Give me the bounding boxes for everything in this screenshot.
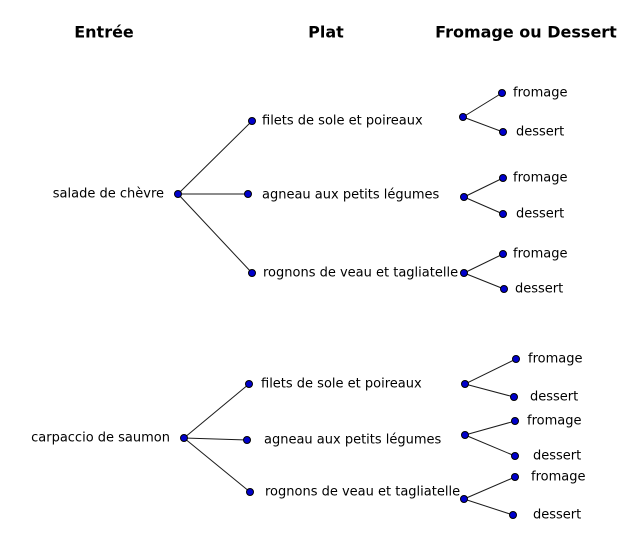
plat-label: agneau aux petits légumes <box>262 187 440 203</box>
edge <box>462 116 504 133</box>
leaf-node <box>511 473 519 481</box>
plat-label: filets de sole et poireaux <box>262 113 423 129</box>
leaf-node <box>499 128 507 136</box>
edge <box>463 498 514 516</box>
edge <box>183 383 250 439</box>
entree-node <box>180 434 188 442</box>
leaf-node <box>499 210 507 218</box>
leaf-node <box>500 285 508 293</box>
edge <box>177 120 253 195</box>
leaf-node <box>511 452 519 460</box>
edge <box>464 420 516 436</box>
entree-label: carpaccio de saumon <box>31 430 170 446</box>
fork-node <box>460 193 468 201</box>
column-header-entree: Entrée <box>74 22 134 42</box>
column-header-fromage-ou-dessert: Fromage ou Dessert <box>435 22 617 42</box>
leaf-label: dessert <box>516 124 565 140</box>
leaf-label: dessert <box>515 281 564 297</box>
leaf-label: dessert <box>530 389 579 405</box>
edge <box>462 92 503 118</box>
edge <box>177 193 253 274</box>
leaf-label: dessert <box>533 507 582 523</box>
leaf-node <box>498 89 506 97</box>
edge <box>464 434 516 457</box>
plat-label: rognons de veau et tagliatelle <box>263 265 459 281</box>
plat-node <box>246 488 254 496</box>
plat-node <box>243 436 251 444</box>
fork-node <box>459 113 467 121</box>
leaf-label: dessert <box>533 448 582 464</box>
edge <box>463 476 516 500</box>
leaf-label: fromage <box>513 246 568 262</box>
leaf-label: fromage <box>531 469 586 485</box>
leaf-node <box>499 250 507 258</box>
fork-node <box>461 380 469 388</box>
leaf-label: fromage <box>513 170 568 186</box>
edge <box>463 177 504 198</box>
plat-node <box>248 269 256 277</box>
entree-label: salade de chèvre <box>52 186 164 202</box>
entree-node <box>174 190 182 198</box>
edge <box>183 437 251 493</box>
leaf-label: fromage <box>527 413 582 429</box>
leaf-node <box>512 355 520 363</box>
fork-node <box>461 431 469 439</box>
edge <box>463 196 504 215</box>
leaf-label: dessert <box>516 206 565 222</box>
leaf-node <box>499 174 507 182</box>
edge <box>464 383 515 398</box>
leaf-label: fromage <box>528 351 583 367</box>
plat-node <box>248 117 256 125</box>
edge <box>464 358 517 385</box>
leaf-label: fromage <box>513 85 568 101</box>
edge <box>463 253 504 274</box>
column-header-plat: Plat <box>308 22 344 42</box>
plat-label: filets de sole et poireaux <box>261 376 422 392</box>
plat-node <box>245 380 253 388</box>
fork-node <box>460 269 468 277</box>
leaf-node <box>509 511 517 519</box>
leaf-node <box>510 393 518 401</box>
plat-node <box>244 190 252 198</box>
plat-label: rognons de veau et tagliatelle <box>265 484 461 500</box>
plat-label: agneau aux petits légumes <box>264 432 442 448</box>
edge <box>183 437 248 441</box>
fork-node <box>460 495 468 503</box>
edge <box>463 272 505 290</box>
leaf-node <box>511 417 519 425</box>
